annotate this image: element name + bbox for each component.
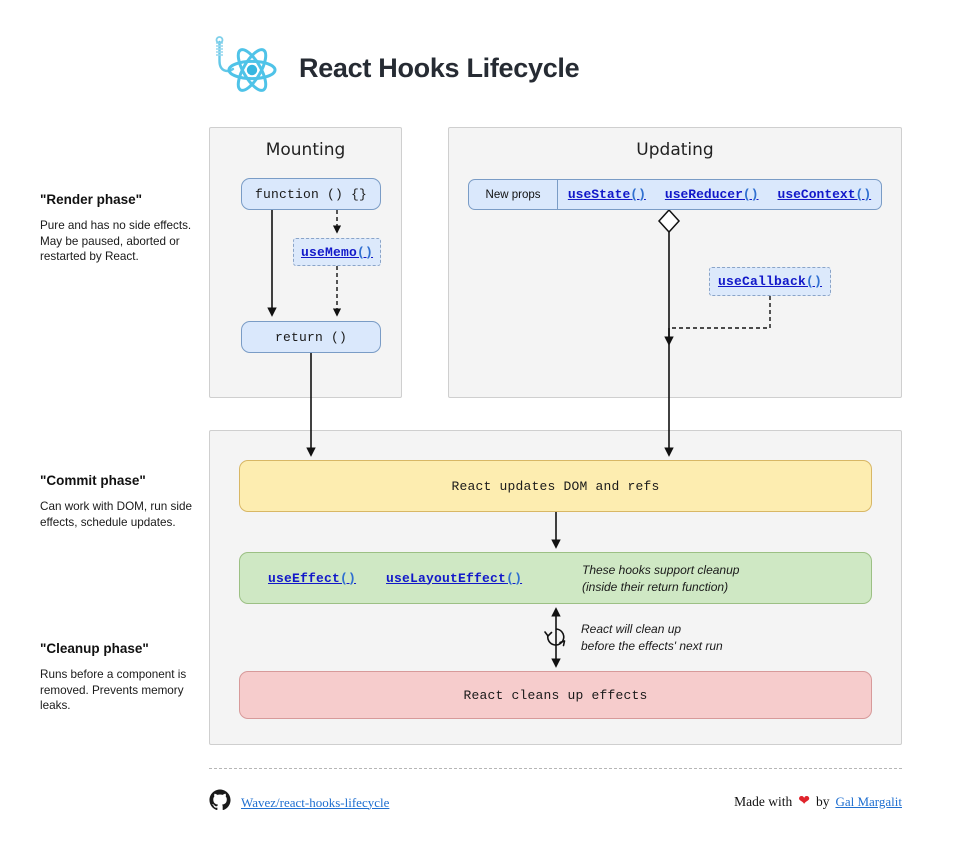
hook-link-usecallback[interactable]: useCallback() — [718, 274, 822, 289]
page-title: React Hooks Lifecycle — [299, 52, 580, 83]
node-react-cleans-up-effects-label: React cleans up effects — [463, 687, 648, 703]
hook-usereducer-parens: () — [742, 187, 759, 202]
hook-uselayouteffect-name: useLayoutEffect — [386, 570, 507, 586]
caption-hooks-support-cleanup-line1: These hooks support cleanup — [582, 563, 740, 577]
hook-usecallback-parens: () — [806, 274, 823, 289]
node-react-updates-dom-label: React updates DOM and refs — [451, 478, 660, 494]
node-new-props-label: New props — [485, 188, 541, 201]
node-new-props[interactable]: New props — [469, 180, 558, 209]
caption-hooks-support-cleanup: These hooks support cleanup (inside thei… — [582, 562, 739, 596]
hook-usereducer-name: useReducer — [664, 187, 743, 202]
node-update-hooks[interactable]: useState() useReducer() useContext() — [558, 180, 881, 209]
hook-usestate-name: useState — [567, 187, 631, 202]
caption-react-will-clean-up-line1: React will clean up — [581, 622, 682, 636]
panel-updating: Updating — [448, 127, 902, 398]
footer-credit: Made with ❤ by Gal Margalit — [734, 793, 902, 810]
hook-link-usecontext[interactable]: useContext() — [778, 187, 872, 202]
node-react-cleans-up-effects[interactable]: React cleans up effects — [239, 671, 872, 719]
node-react-updates-dom[interactable]: React updates DOM and refs — [239, 460, 872, 512]
note-render-phase-body: Pure and has no side effects. May be pau… — [40, 219, 192, 264]
made-with-label: Made with — [734, 793, 793, 809]
caption-hooks-support-cleanup-line2: (inside their return function) — [582, 580, 729, 595]
note-cleanup-phase-body: Runs before a component is removed. Prev… — [40, 668, 187, 713]
by-label: by — [815, 793, 830, 809]
hook-usememo-name: useMemo — [300, 244, 357, 260]
caption-react-will-clean-up: React will clean up before the effects' … — [581, 621, 723, 655]
hook-useeffect-parens: () — [340, 570, 357, 586]
react-hook-logo-icon — [205, 32, 283, 104]
github-icon — [209, 789, 231, 816]
hook-link-usereducer[interactable]: useReducer() — [665, 187, 759, 202]
author-link[interactable]: Gal Margalit — [835, 793, 902, 809]
node-effect-hooks[interactable]: useEffect() useLayoutEffect() — [239, 552, 872, 604]
node-return-label: return () — [274, 329, 347, 345]
node-new-props-hooks-group[interactable]: New props useState() useReducer() useCon… — [468, 179, 882, 210]
footer-repo[interactable]: Wavez/react-hooks-lifecycle — [209, 789, 389, 816]
hook-useeffect-name: useEffect — [268, 570, 341, 586]
hook-usecontext-parens: () — [855, 187, 872, 202]
hook-link-uselayouteffect[interactable]: useLayoutEffect() — [386, 571, 522, 586]
note-commit-phase: "Commit phase" Can work with DOM, run si… — [40, 473, 210, 530]
heart-icon: ❤ — [798, 794, 810, 809]
footer-divider — [209, 768, 902, 769]
page-header: React Hooks Lifecycle — [205, 32, 580, 104]
panel-updating-title: Updating — [636, 140, 714, 160]
hook-usestate-parens: () — [630, 187, 646, 202]
hook-usecallback-name: useCallback — [717, 274, 806, 289]
node-usememo[interactable]: useMemo() — [293, 238, 381, 266]
hook-link-useeffect[interactable]: useEffect() — [268, 571, 356, 586]
node-function-label: function () {} — [254, 186, 368, 202]
node-return[interactable]: return () — [241, 321, 381, 353]
note-render-phase-title: "Render phase" — [40, 192, 143, 207]
hook-uselayouteffect-parens: () — [506, 570, 523, 586]
repo-link[interactable]: Wavez/react-hooks-lifecycle — [241, 794, 390, 810]
note-commit-phase-body: Can work with DOM, run side effects, sch… — [40, 500, 192, 529]
node-usecallback[interactable]: useCallback() — [709, 267, 831, 296]
note-cleanup-phase: "Cleanup phase" Runs before a component … — [40, 641, 210, 714]
caption-react-will-clean-up-line2: before the effects' next run — [581, 639, 723, 654]
panel-mounting-title: Mounting — [265, 140, 346, 160]
hook-link-usememo[interactable]: useMemo() — [301, 245, 373, 260]
note-cleanup-phase-title: "Cleanup phase" — [40, 641, 149, 656]
hook-usecontext-name: useContext — [777, 187, 856, 202]
node-function[interactable]: function () {} — [241, 178, 381, 210]
hook-link-usestate[interactable]: useState() — [568, 187, 646, 202]
note-commit-phase-title: "Commit phase" — [40, 473, 146, 488]
hook-usememo-parens: () — [357, 244, 374, 260]
note-render-phase: "Render phase" Pure and has no side effe… — [40, 192, 210, 265]
